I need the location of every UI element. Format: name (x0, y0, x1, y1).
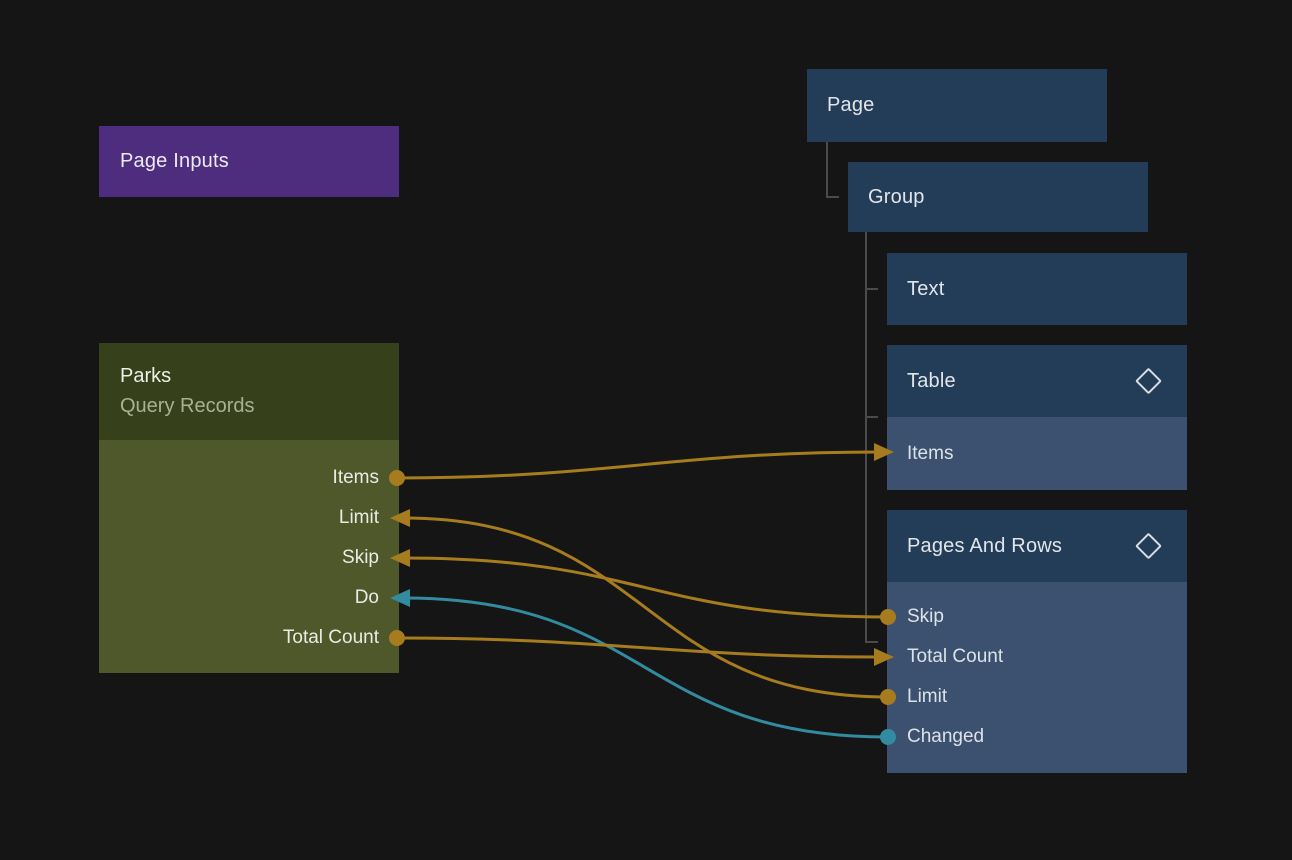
tree-node-text-label: Text (907, 277, 945, 300)
wire-par-skip-to-parks-skip[interactable] (403, 556, 889, 619)
tree-node-pages-and-rows[interactable]: Pages And Rows (887, 510, 1187, 582)
tree-node-page[interactable]: Page (807, 69, 1107, 142)
diamond-icon (1135, 367, 1162, 395)
table-port-items-row[interactable]: Items (887, 417, 1187, 490)
par-port-changed[interactable]: Changed (907, 726, 985, 747)
wire-par-changed-to-parks-do[interactable] (403, 596, 889, 739)
parks-port-total-count[interactable]: Total Count (282, 627, 379, 648)
tree-node-text[interactable]: Text (887, 253, 1187, 325)
parks-port-limit[interactable]: Limit (338, 507, 379, 528)
node-parks-body[interactable]: Items Limit Skip Do Total Count (99, 440, 399, 673)
tree-node-pages-and-rows-label: Pages And Rows (907, 534, 1063, 557)
tree-node-group-label: Group (868, 185, 925, 208)
wire-par-limit-to-parks-limit[interactable] (403, 516, 889, 699)
par-port-total-count[interactable]: Total Count (907, 646, 1004, 667)
tree-connector-group-children (865, 232, 878, 643)
node-page-inputs[interactable]: Page Inputs (99, 126, 399, 197)
parks-port-skip[interactable]: Skip (342, 547, 379, 568)
tree-node-group[interactable]: Group (848, 162, 1148, 232)
wire-parks-items-to-table-items[interactable] (396, 450, 881, 480)
parks-port-do[interactable]: Do (354, 587, 379, 608)
table-port-items-label: Items (907, 442, 954, 464)
par-port-skip[interactable]: Skip (907, 606, 944, 627)
diamond-icon (1135, 532, 1162, 560)
parks-port-items[interactable]: Items (332, 467, 379, 488)
pages-and-rows-ports[interactable]: Skip Total Count Limit Changed (887, 582, 1187, 773)
tree-node-table-label: Table (907, 369, 956, 392)
node-parks-header[interactable]: Parks Query Records (99, 343, 399, 440)
tree-connector-page-group (826, 142, 839, 198)
wire-parks-totalcount-to-par-totalcount[interactable] (396, 636, 881, 659)
par-port-limit[interactable]: Limit (907, 686, 948, 707)
node-page-inputs-label: Page Inputs (120, 150, 229, 172)
tree-node-table[interactable]: Table (887, 345, 1187, 417)
node-parks-title: Parks (120, 365, 172, 387)
tree-node-page-label: Page (827, 94, 875, 116)
node-parks-subtitle: Query Records (120, 395, 255, 417)
